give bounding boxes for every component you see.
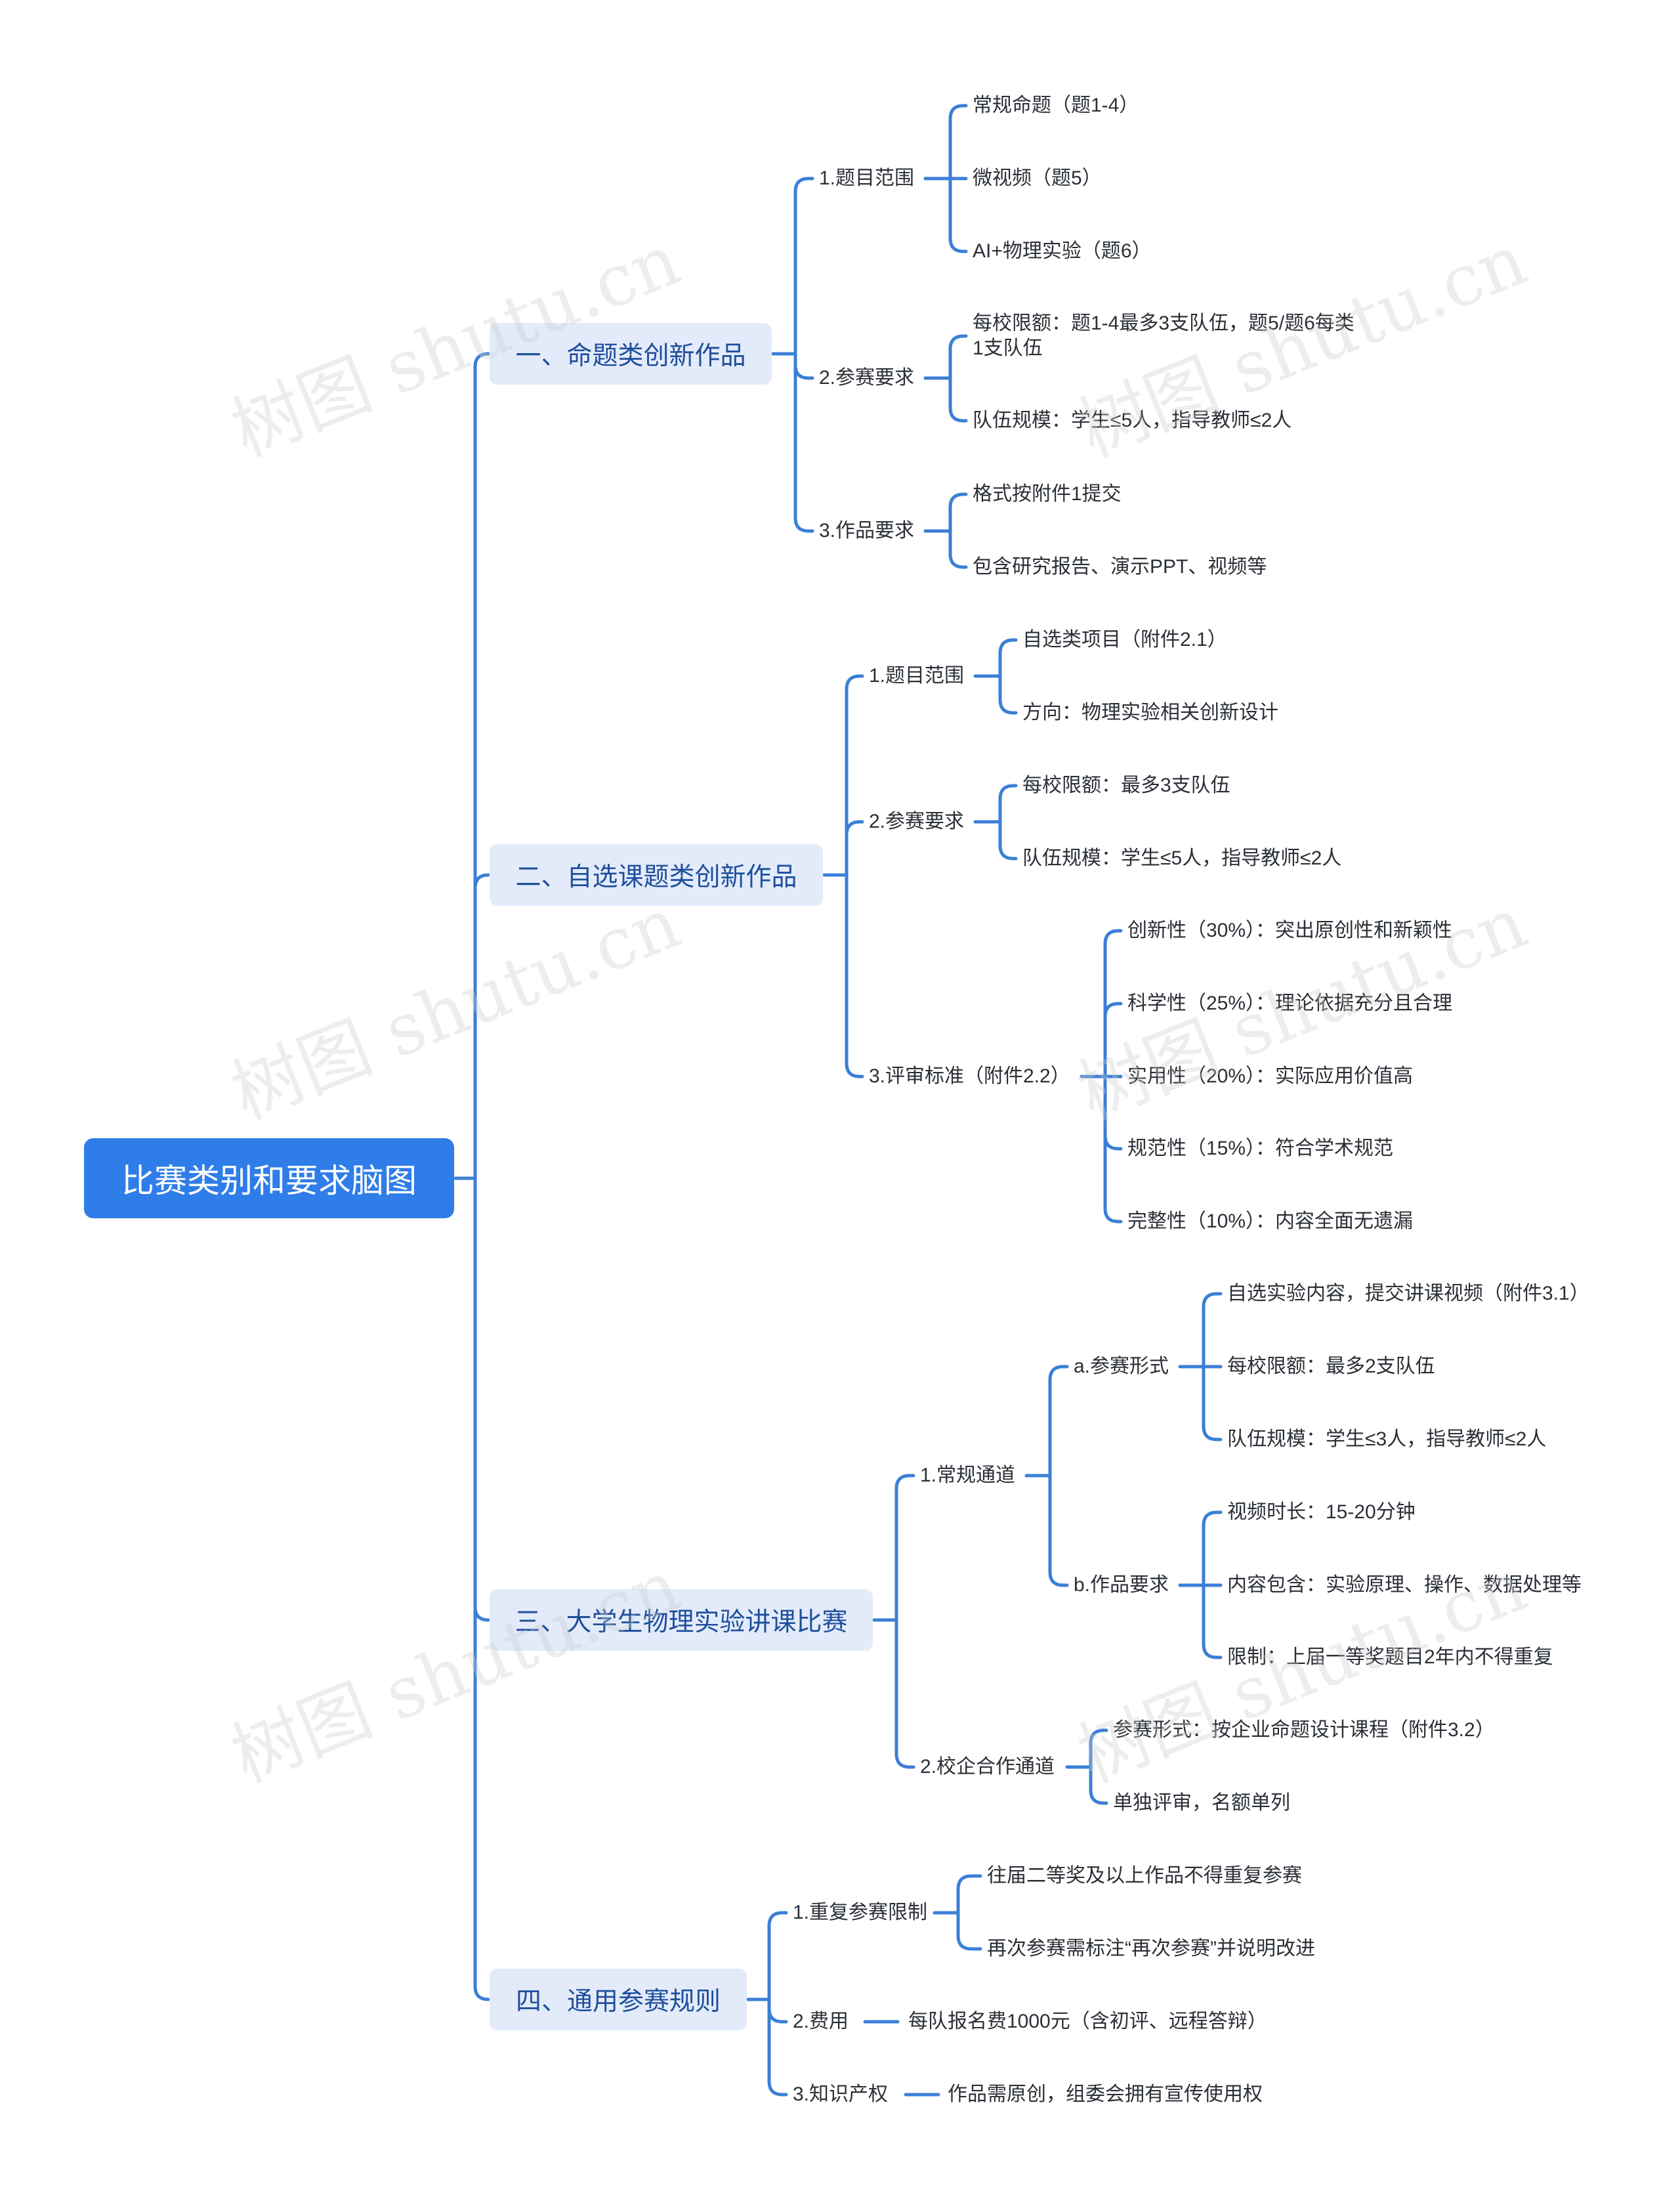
root-node[interactable]: 比赛类别和要求脑图 <box>84 1138 454 1218</box>
leaf-node[interactable]: 单独评审，名额单列 <box>1113 1792 1290 1814</box>
leaf-node[interactable]: 队伍规模：学生≤5人，指导教师≤2人 <box>1022 847 1342 869</box>
connector-line <box>845 674 864 877</box>
topic-node[interactable]: 2.参赛要求 <box>869 811 965 832</box>
connector-line <box>1103 1075 1123 1224</box>
connector-line <box>793 352 814 380</box>
connector-line <box>473 1176 490 2001</box>
leaf-node[interactable]: 视频时长：15-20分钟 <box>1227 1501 1416 1523</box>
leaf-node[interactable]: 每队报名费1000元（含初评、远程答辩） <box>908 2011 1267 2032</box>
topic-node[interactable]: 2.费用 <box>793 2011 849 2032</box>
leaf-node[interactable]: 微视频（题5） <box>973 167 1102 189</box>
leaf-node[interactable]: 包含研究报告、演示PPT、视频等 <box>973 556 1267 578</box>
leaf-node[interactable]: 每校限额：题1-4最多3支队伍，题5/题6每类 1支队伍 <box>973 311 1354 361</box>
connector-line <box>793 177 814 356</box>
connector-line <box>1048 1365 1069 1478</box>
connector-line <box>473 873 490 1180</box>
leaf-node[interactable]: 自选类项目（附件2.1） <box>1022 629 1227 651</box>
leaf-line: 1支队伍 <box>973 337 1043 359</box>
connector-line <box>1103 929 1123 1078</box>
connector-line <box>948 334 968 380</box>
leaf-node[interactable]: 队伍规模：学生≤3人，指导教师≤2人 <box>1227 1428 1547 1450</box>
subtopic-node[interactable]: b.作品要求 <box>1074 1574 1169 1596</box>
leaf-node[interactable]: 完整性（10%）：内容全面无遗漏 <box>1127 1210 1414 1232</box>
leaf-node[interactable]: 规范性（15%）：符合学术规范 <box>1127 1138 1394 1159</box>
connector-line <box>998 638 1018 678</box>
leaf-node[interactable]: 再次参赛需标注“再次参赛”并说明改进 <box>987 1938 1315 1959</box>
leaf-node[interactable]: 常规命题（题1-4） <box>973 95 1139 116</box>
topic-node[interactable]: 3.作品要求 <box>819 520 915 542</box>
connector-line <box>948 529 968 569</box>
connector-line <box>894 1474 915 1622</box>
connector-line <box>948 376 968 423</box>
leaf-node[interactable]: 限制：上届一等奖题目2年内不得重复 <box>1227 1646 1553 1668</box>
connector-line <box>1048 1474 1069 1587</box>
leaf-line: 每校限额：题1-4最多3支队伍，题5/题6每类 <box>973 312 1354 334</box>
connector-line <box>1103 1002 1123 1078</box>
topic-node[interactable]: 2.校企合作通道 <box>920 1756 1055 1778</box>
connector-line <box>948 104 968 181</box>
connector-line <box>473 352 490 1180</box>
topic-node[interactable]: 1.题目范围 <box>819 167 915 189</box>
branch-node[interactable]: 二、自选课题类创新作品 <box>490 844 823 906</box>
connector-line <box>948 492 968 533</box>
branch-node[interactable]: 三、大学生物理实验讲课比赛 <box>490 1589 873 1651</box>
leaf-node[interactable]: 格式按附件1提交 <box>973 483 1122 505</box>
connector-line <box>956 1911 982 1951</box>
leaf-node[interactable]: 方向：物理实验相关创新设计 <box>1022 702 1278 723</box>
leaf-node[interactable]: 每校限额：最多2支队伍 <box>1227 1355 1435 1377</box>
leaf-node[interactable]: 队伍规模：学生≤5人，指导教师≤2人 <box>973 410 1292 431</box>
topic-node[interactable]: 2.参赛要求 <box>819 367 915 389</box>
topic-node[interactable]: 3.知识产权 <box>793 2083 889 2105</box>
topic-node[interactable]: 1.重复参赛限制 <box>793 1902 928 1923</box>
leaf-node[interactable]: 作品需原创，组委会拥有宣传使用权 <box>948 2083 1263 2105</box>
connector-line <box>1089 1728 1108 1769</box>
branch-node[interactable]: 一、命题类创新作品 <box>490 323 772 385</box>
leaf-node[interactable]: 参赛形式：按企业命题设计课程（附件3.2） <box>1113 1719 1495 1741</box>
connector-line <box>1202 1365 1223 1441</box>
connector-line <box>845 820 864 877</box>
connector-line <box>767 1911 788 2001</box>
connector-line <box>793 352 814 533</box>
topic-node[interactable]: 1.常规通道 <box>920 1464 1016 1486</box>
connector-line <box>998 674 1018 715</box>
connector-line <box>894 1618 915 1769</box>
topic-node[interactable]: 3.评审标准（附件2.2） <box>869 1065 1070 1087</box>
connector-line <box>1202 1510 1223 1587</box>
connector-line <box>767 1997 788 2024</box>
connector-line <box>767 1997 788 2097</box>
connector-line <box>473 1176 490 1622</box>
leaf-node[interactable]: 往届二等奖及以上作品不得重复参赛 <box>987 1865 1302 1887</box>
leaf-node[interactable]: 自选实验内容，提交讲课视频（附件3.1） <box>1227 1283 1589 1304</box>
leaf-node[interactable]: 每校限额：最多3支队伍 <box>1022 775 1230 796</box>
connector-line <box>998 820 1018 861</box>
connector-line <box>998 784 1018 824</box>
connector-line <box>1089 1765 1108 1805</box>
branch-node[interactable]: 四、通用参赛规则 <box>490 1969 747 2030</box>
connector-line <box>956 1874 982 1915</box>
leaf-node[interactable]: 内容包含：实验原理、操作、数据处理等 <box>1227 1574 1582 1596</box>
leaf-node[interactable]: 实用性（20%）：实际应用价值高 <box>1127 1065 1414 1087</box>
connector-line <box>948 177 968 253</box>
connector-line <box>845 873 864 1078</box>
connector-line <box>1103 1075 1123 1151</box>
topic-node[interactable]: 1.题目范围 <box>869 665 965 687</box>
leaf-node[interactable]: 创新性（30%）：突出原创性和新颖性 <box>1127 920 1453 941</box>
connector-line <box>1202 1292 1223 1369</box>
subtopic-node[interactable]: a.参赛形式 <box>1074 1355 1169 1377</box>
leaf-node[interactable]: AI+物理实验（题6） <box>973 240 1152 262</box>
leaf-node[interactable]: 科学性（25%）：理论依据充分且合理 <box>1127 992 1453 1014</box>
connector-line <box>1202 1583 1223 1659</box>
